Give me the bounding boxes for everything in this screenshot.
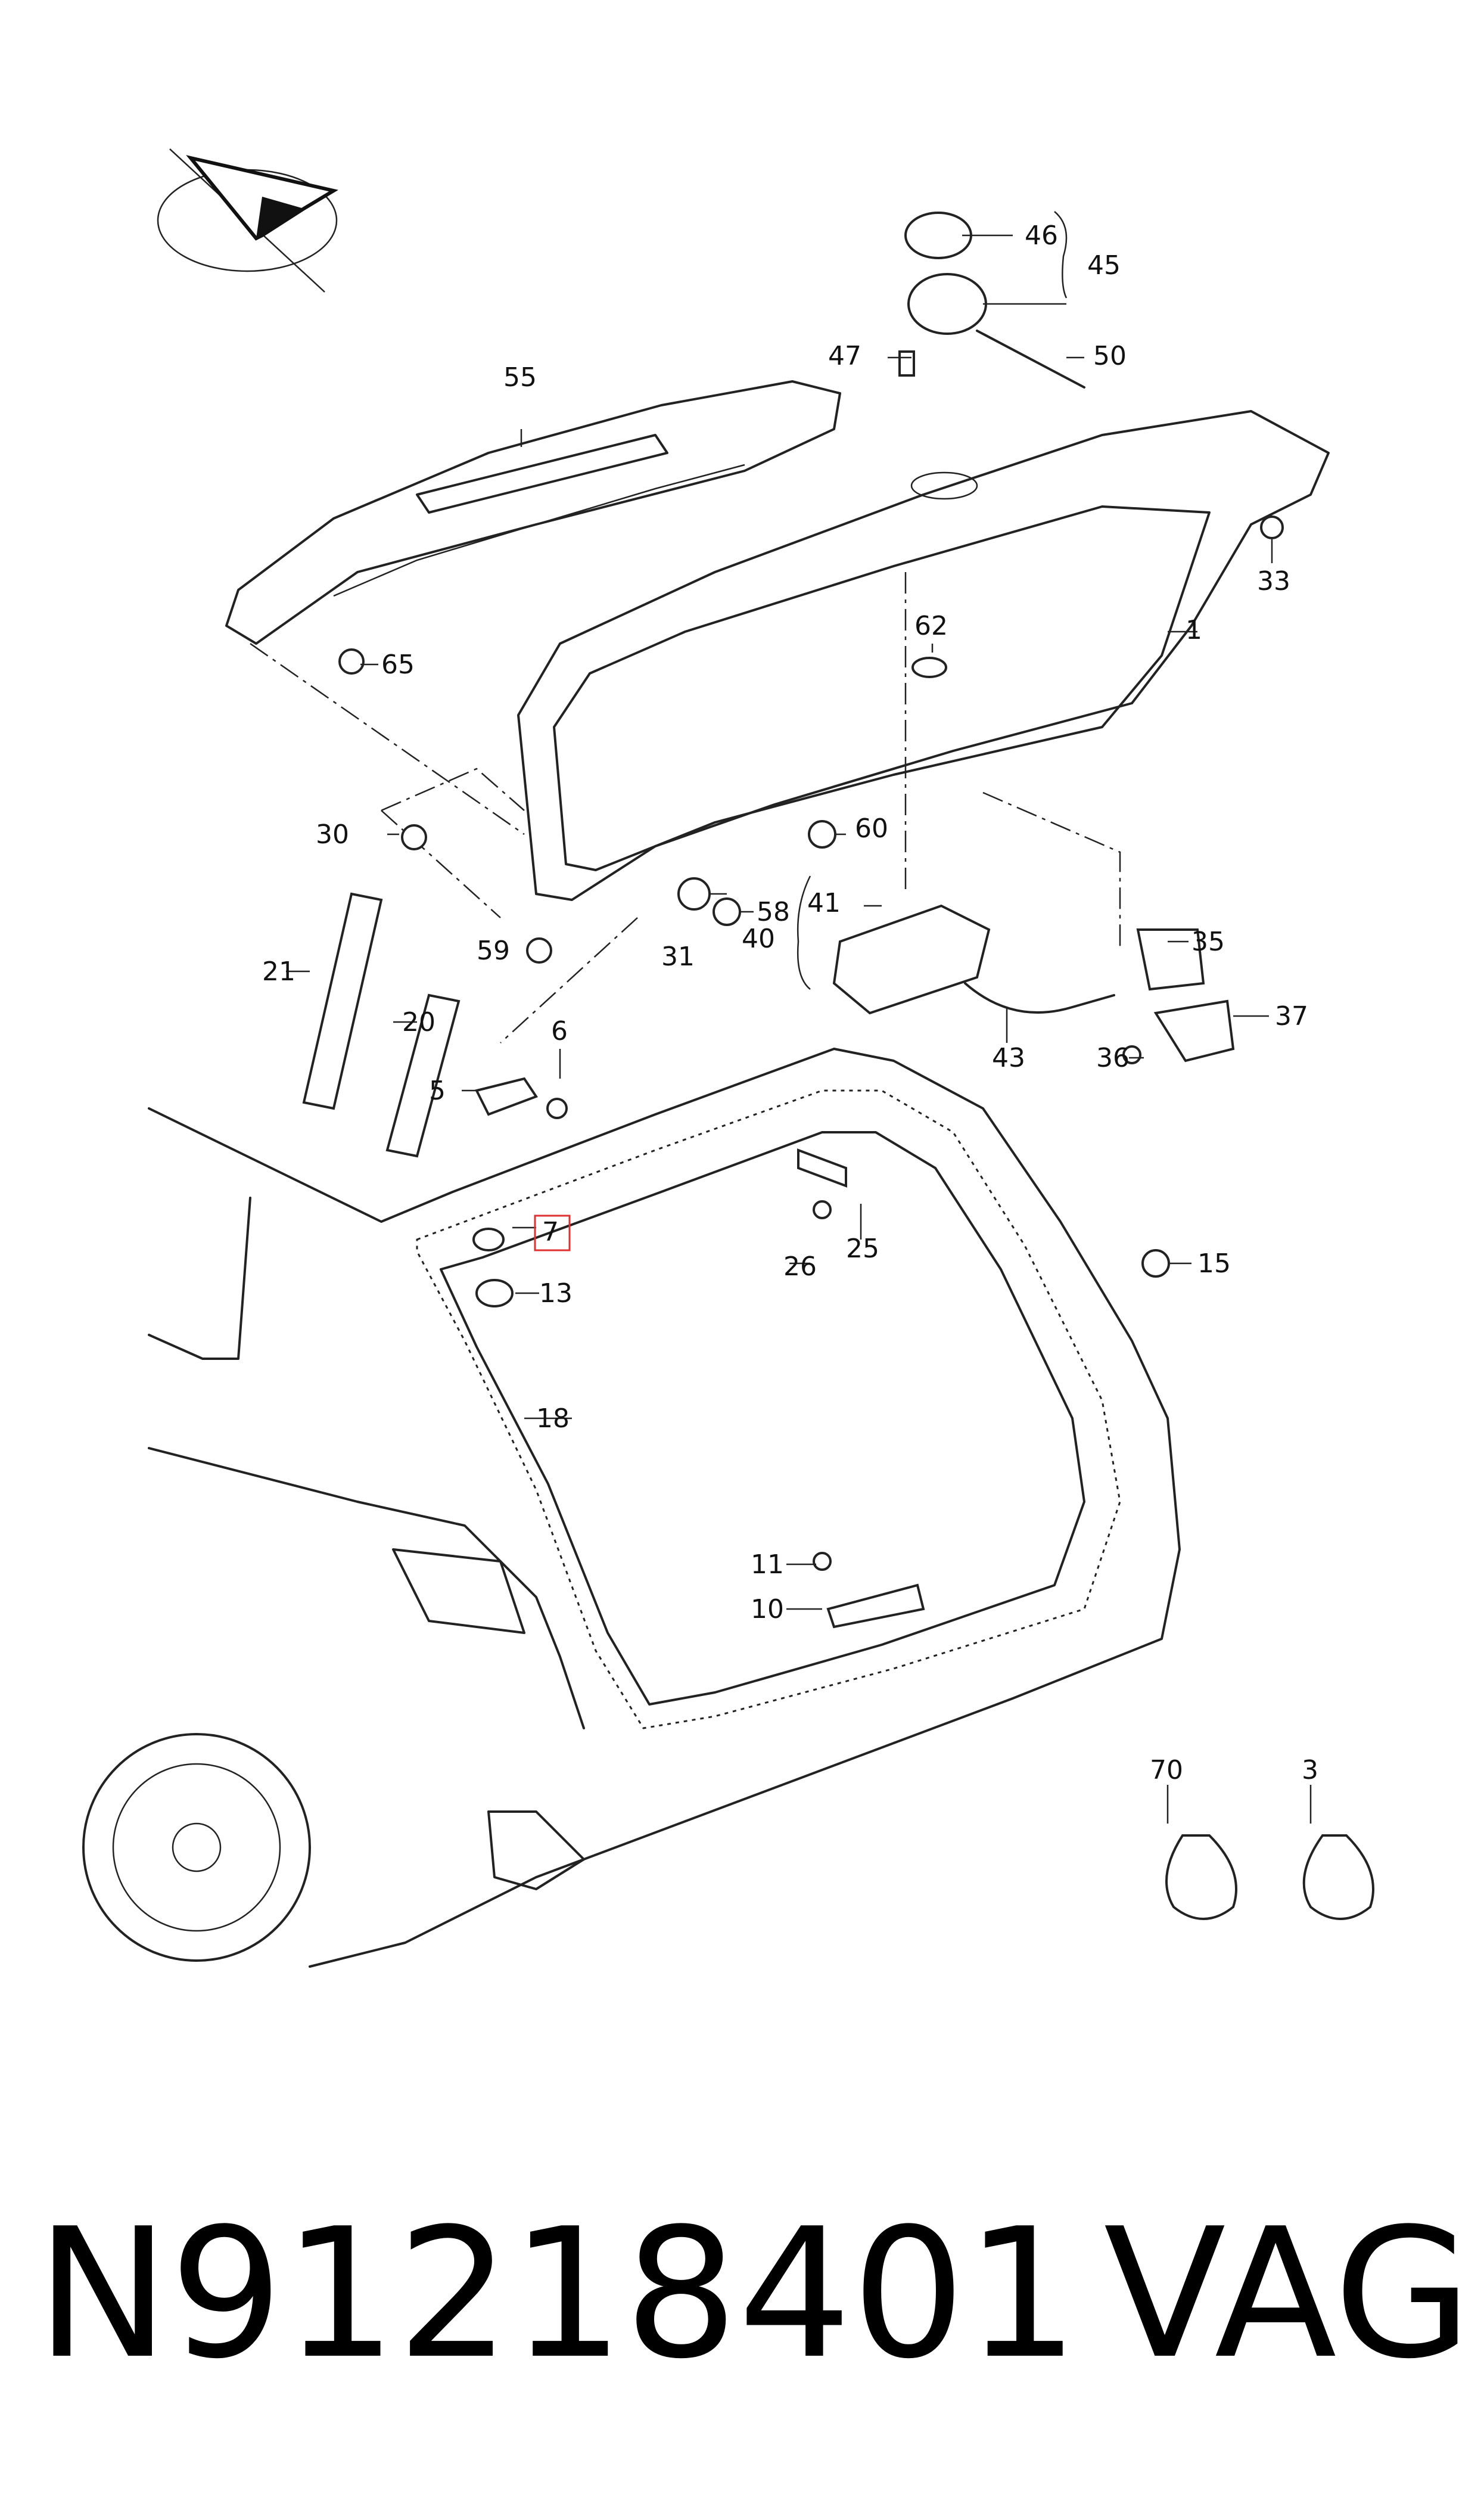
callout-5: 5 [429,1076,446,1106]
leader-lines [286,211,1312,1824]
callout-47: 47 [828,341,861,371]
callout-41: 41 [807,888,841,918]
callout-7-highlight[interactable] [534,1215,571,1251]
callout-37: 37 [1275,1001,1308,1032]
callout-59: 59 [477,936,510,966]
callout-55: 55 [503,362,537,393]
callout-26: 26 [783,1251,817,1282]
callout-58: 58 [757,897,790,927]
brand-label: VAG [1103,2190,1472,2398]
vehicle-rear-body [82,1048,1181,1968]
callout-62: 62 [914,611,948,641]
parts [302,212,1374,1920]
callout-15: 15 [1197,1248,1231,1279]
callout-60: 60 [855,813,888,844]
callout-20: 20 [402,1007,435,1038]
rear-spoiler [225,380,841,645]
callout-31: 31 [661,942,695,972]
callout-1: 1 [1186,615,1202,645]
callout-11: 11 [751,1549,784,1580]
callout-50: 50 [1093,341,1127,371]
callout-7[interactable]: 7 [542,1217,559,1247]
exploded-parts-diagram: 46 45 47 50 55 33 1 62 65 30 60 58 41 40… [82,148,1374,1968]
callout-35: 35 [1191,927,1225,957]
callout-40: 40 [742,924,775,954]
tailgate-panel [517,410,1330,901]
callout-21: 21 [262,956,295,987]
callout-13: 13 [539,1278,573,1309]
callout-45: 45 [1087,250,1121,281]
callout-30: 30 [316,819,349,850]
part-number-label: N91218401 [36,2190,1079,2398]
callout-25: 25 [846,1234,879,1264]
callout-70: 70 [1150,1755,1183,1785]
direction-arrow-icon [157,148,338,293]
callout-46: 46 [1025,220,1058,251]
callout-3: 3 [1302,1755,1318,1785]
callout-43: 43 [992,1043,1025,1073]
callout-6: 6 [551,1016,568,1046]
callout-65: 65 [381,650,415,680]
callout-labels: 46 45 47 50 55 33 1 62 65 30 60 58 41 40… [262,220,1318,1785]
callout-10: 10 [751,1594,784,1625]
callout-18: 18 [536,1403,570,1434]
callout-36: 36 [1096,1043,1130,1073]
callout-33: 33 [1257,566,1290,597]
